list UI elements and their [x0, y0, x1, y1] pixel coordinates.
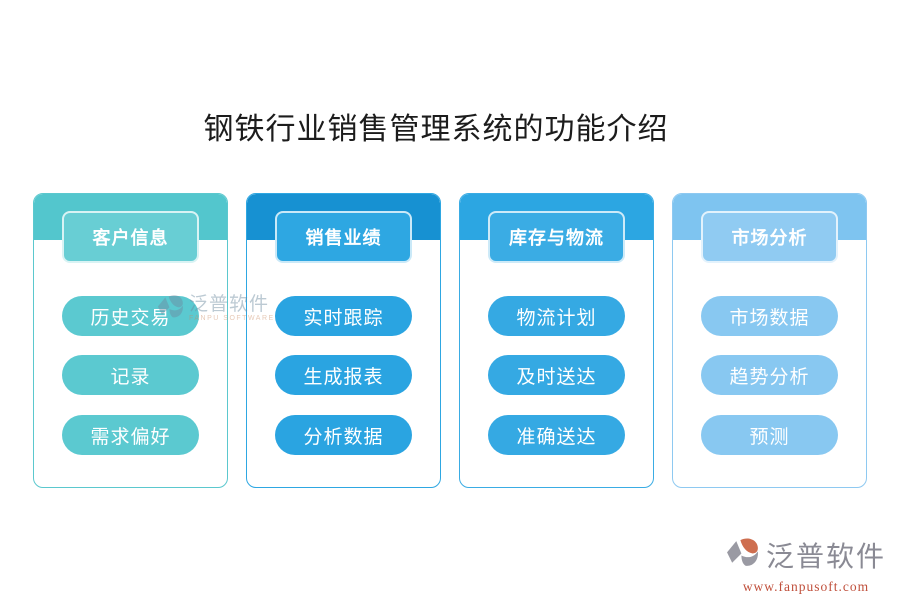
card-header-market-analysis: 市场分析 [701, 211, 838, 263]
feature-pill: 需求偏好 [62, 415, 199, 455]
feature-pill-label: 需求偏好 [90, 426, 171, 448]
feature-pill: 历史交易 [62, 296, 199, 336]
page-title: 钢铁行业销售管理系统的功能介绍 [203, 113, 669, 146]
feature-pill-label: 市场数据 [729, 307, 810, 329]
feature-pill-label: 物流计划 [516, 307, 597, 329]
feature-pill: 分析数据 [275, 415, 412, 455]
feature-pill-label: 预测 [749, 426, 790, 448]
card-inventory-logistics: 库存与物流 物流计划 及时送达 准确送达 [459, 193, 654, 488]
feature-pill-label: 趋势分析 [729, 366, 810, 388]
card-market-analysis: 市场分析 市场数据 趋势分析 预测 [672, 193, 867, 488]
fanpu-logo-icon [726, 537, 763, 579]
feature-pill-label: 及时送达 [516, 366, 597, 388]
feature-pill-label: 历史交易 [90, 307, 171, 329]
feature-pill: 及时送达 [488, 355, 625, 395]
feature-pill: 物流计划 [488, 296, 625, 336]
feature-pill: 记录 [62, 355, 199, 395]
brand-url: www.fanpusoft.com [742, 579, 870, 594]
feature-pill: 准确送达 [488, 415, 625, 455]
card-header-customer-info: 客户信息 [62, 211, 199, 263]
card-header-inventory-logistics: 库存与物流 [488, 211, 625, 263]
feature-pill: 生成报表 [275, 355, 412, 395]
feature-cards-row: 客户信息 历史交易 记录 需求偏好 销售业绩 实时跟踪 生成报表 分析数据 库存… [33, 193, 867, 488]
feature-pill-label: 准确送达 [516, 426, 597, 448]
card-header-label: 库存与物流 [509, 228, 604, 248]
brand-footer: 泛普软件 www.fanpusoft.com [726, 537, 886, 595]
brand-name: 泛普软件 [765, 542, 886, 573]
card-sales-performance: 销售业绩 实时跟踪 生成报表 分析数据 [246, 193, 441, 488]
card-header-sales-performance: 销售业绩 [275, 211, 412, 263]
card-customer-info: 客户信息 历史交易 记录 需求偏好 [33, 193, 228, 488]
feature-pill-label: 实时跟踪 [303, 307, 384, 329]
feature-pill-label: 分析数据 [303, 426, 384, 448]
feature-pill-label: 记录 [110, 366, 151, 388]
feature-pill: 市场数据 [701, 296, 838, 336]
feature-pill: 实时跟踪 [275, 296, 412, 336]
card-header-label: 市场分析 [731, 228, 808, 248]
feature-pill-label: 生成报表 [303, 366, 384, 388]
feature-pill: 趋势分析 [701, 355, 838, 395]
card-header-label: 客户信息 [92, 228, 169, 248]
feature-pill: 预测 [701, 415, 838, 455]
card-header-label: 销售业绩 [305, 228, 382, 248]
